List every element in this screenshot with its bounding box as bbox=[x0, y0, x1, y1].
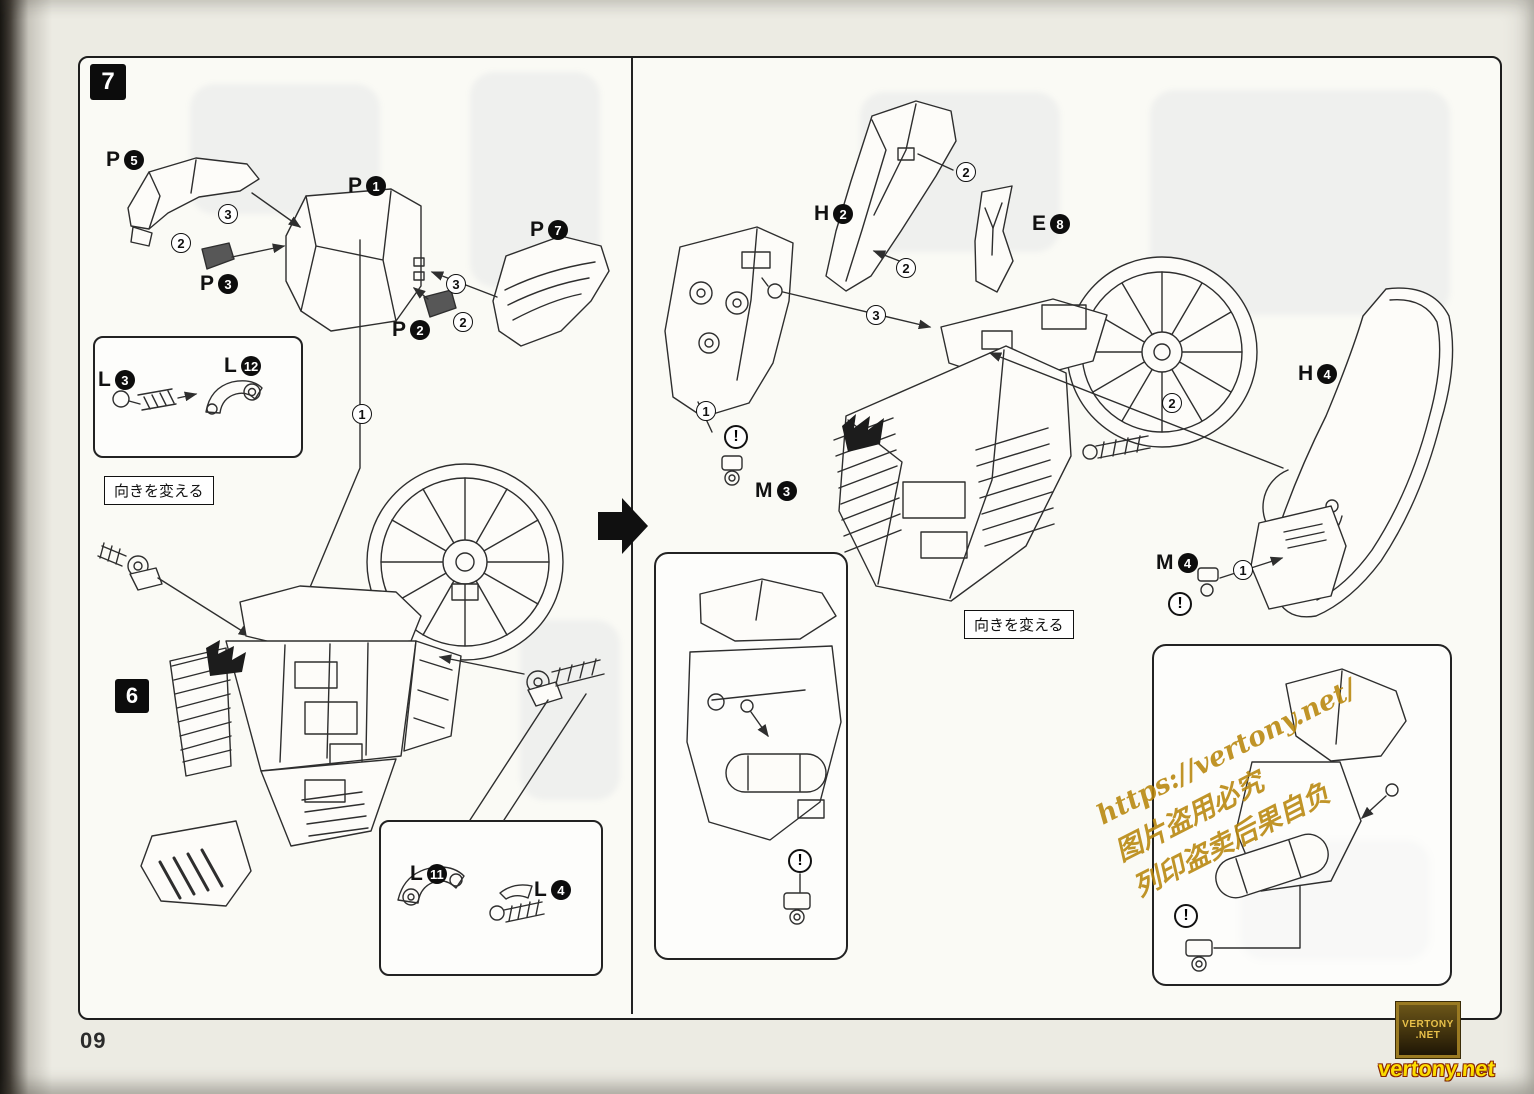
assembly-order-callout: 1 bbox=[1233, 560, 1253, 580]
substep-number: 6 bbox=[115, 679, 149, 713]
part-label-p2: P 2 bbox=[392, 318, 431, 342]
part-number-badge: 1 bbox=[366, 176, 387, 196]
assembly-order-callout: 2 bbox=[956, 162, 976, 182]
closeup-inset-box-left bbox=[654, 552, 848, 960]
part-letter: P bbox=[348, 174, 363, 197]
watermark-site-text: vertony.net bbox=[1377, 1056, 1496, 1081]
caution-icon: ! bbox=[1174, 904, 1198, 928]
part-letter: P bbox=[200, 272, 215, 295]
part-number-badge: 3 bbox=[218, 274, 239, 294]
part-letter: P bbox=[530, 218, 545, 241]
assembly-order-callout: 1 bbox=[696, 401, 716, 421]
part-number-badge: 12 bbox=[240, 356, 262, 376]
part-letter: H bbox=[814, 202, 830, 225]
part-label-l11: L 11 bbox=[410, 862, 447, 886]
caution-icon: ! bbox=[1168, 592, 1192, 616]
print-bleedthrough-ghost bbox=[1150, 90, 1450, 315]
part-number-badge: 7 bbox=[548, 220, 569, 240]
assembly-order-callout: 3 bbox=[866, 305, 886, 325]
assembly-order-callout: 1 bbox=[352, 404, 372, 424]
part-number-badge: 2 bbox=[833, 204, 854, 224]
watermark-badge-text: .NET bbox=[1415, 1030, 1441, 1041]
print-bleedthrough-ghost bbox=[470, 72, 600, 287]
watermark-badge-text: VERTONY bbox=[1402, 1019, 1454, 1030]
direction-note: 向きを変える bbox=[104, 476, 214, 505]
part-label-p5: P 5 bbox=[106, 148, 145, 172]
part-label-m4: M 4 bbox=[1156, 551, 1198, 575]
assembly-order-callout: 2 bbox=[896, 258, 916, 278]
part-number-badge: 2 bbox=[410, 320, 431, 340]
part-number-badge: 11 bbox=[426, 864, 447, 884]
part-label-p3: P 3 bbox=[200, 272, 239, 296]
part-letter: H bbox=[1298, 362, 1314, 385]
assembly-order-callout: 2 bbox=[171, 233, 191, 253]
print-bleedthrough-ghost bbox=[520, 620, 620, 800]
part-number-badge: 3 bbox=[776, 481, 797, 501]
part-number-badge: 8 bbox=[1050, 214, 1071, 234]
part-label-h4: H 4 bbox=[1298, 362, 1338, 386]
part-label-l12: L 12 bbox=[224, 354, 262, 378]
direction-note: 向きを変える bbox=[964, 610, 1074, 639]
watermark-badge: VERTONY .NET bbox=[1396, 1002, 1460, 1058]
part-letter: L bbox=[534, 878, 547, 901]
part-label-p7: P 7 bbox=[530, 218, 569, 242]
part-letter: L bbox=[410, 862, 423, 885]
assembly-order-callout: 2 bbox=[453, 312, 473, 332]
caution-icon: ! bbox=[788, 849, 812, 873]
book-gutter-shadow bbox=[0, 0, 52, 1094]
part-number-badge: 5 bbox=[124, 150, 145, 170]
part-letter: E bbox=[1032, 212, 1047, 235]
part-number-badge: 4 bbox=[550, 880, 571, 900]
part-label-l4: L 4 bbox=[534, 878, 571, 902]
assembly-order-callout: 2 bbox=[1162, 393, 1182, 413]
caution-icon: ! bbox=[724, 425, 748, 449]
next-step-arrow bbox=[598, 498, 648, 554]
part-label-l3: L 3 bbox=[98, 368, 135, 392]
page-number: 09 bbox=[80, 1028, 107, 1053]
l-parts-inset-box bbox=[93, 336, 303, 458]
assembly-order-callout: 3 bbox=[446, 274, 466, 294]
part-number-badge: 3 bbox=[114, 370, 135, 390]
part-letter: P bbox=[392, 318, 407, 341]
part-label-h2: H 2 bbox=[814, 202, 854, 226]
part-label-m3: M 3 bbox=[755, 479, 797, 503]
step-number: 7 bbox=[90, 64, 126, 100]
part-number-badge: 4 bbox=[1177, 553, 1198, 573]
part-letter: M bbox=[1156, 551, 1174, 574]
part-letter: P bbox=[106, 148, 121, 171]
part-number-badge: 4 bbox=[1317, 364, 1338, 384]
assembly-order-callout: 3 bbox=[218, 204, 238, 224]
part-label-e8: E 8 bbox=[1032, 212, 1071, 236]
part-label-p1: P 1 bbox=[348, 174, 387, 198]
part-letter: M bbox=[755, 479, 773, 502]
part-letter: L bbox=[224, 354, 237, 377]
part-letter: L bbox=[98, 368, 111, 391]
